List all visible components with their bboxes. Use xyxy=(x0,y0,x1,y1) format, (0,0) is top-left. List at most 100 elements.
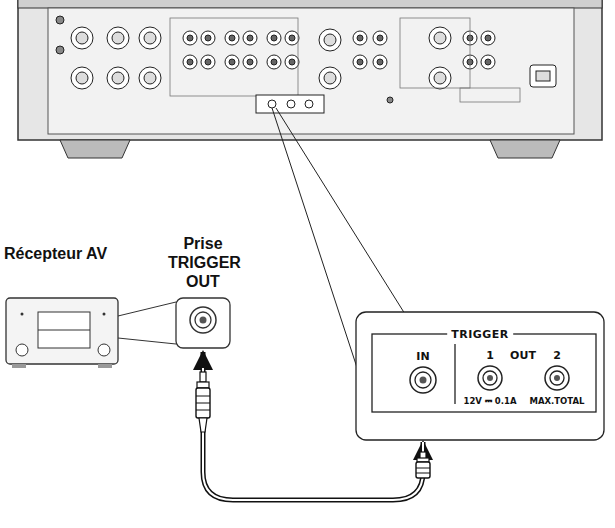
panel-connector xyxy=(373,55,387,69)
panel-connector xyxy=(353,31,367,45)
panel-connector xyxy=(112,72,124,84)
av-receiver xyxy=(6,298,118,364)
panel-connector xyxy=(205,35,211,41)
out-jack xyxy=(545,366,569,390)
jack xyxy=(305,100,313,108)
panel-connector xyxy=(201,31,215,45)
panel-connector xyxy=(271,35,277,41)
callout-line xyxy=(118,302,176,316)
jack xyxy=(268,100,276,108)
mini-plug xyxy=(416,452,430,478)
foot xyxy=(12,364,26,368)
panel-connector xyxy=(267,55,281,69)
callout-line xyxy=(118,338,176,344)
panel-connector xyxy=(139,27,161,49)
panel-connector xyxy=(243,55,257,69)
foot xyxy=(490,140,560,158)
rear-panel xyxy=(48,8,574,134)
panel-connector xyxy=(289,59,295,65)
panel-connector xyxy=(107,27,129,49)
trigger-out-jack xyxy=(195,312,211,328)
panel-connector xyxy=(429,67,451,89)
panel-connector xyxy=(187,59,193,65)
callout-box xyxy=(176,298,230,348)
panel-connector xyxy=(56,16,64,24)
panel-connectors xyxy=(56,16,520,103)
panel-connector xyxy=(229,59,235,65)
pin-number: 1 xyxy=(486,349,494,362)
panel-connector xyxy=(76,32,88,44)
panel-connector xyxy=(324,72,336,84)
panel-connector xyxy=(271,59,277,65)
zoom-box xyxy=(356,312,604,440)
panel-connector xyxy=(434,72,446,84)
rating: MAX.TOTAL xyxy=(530,396,585,406)
node-heading: Récepteur AV xyxy=(4,244,130,263)
panel-connector xyxy=(429,27,451,49)
panel-connector xyxy=(144,72,156,84)
panel-connector xyxy=(377,59,383,65)
node-heading: Prise TRIGGER OUT xyxy=(168,234,238,292)
leader-line xyxy=(272,108,365,392)
jack xyxy=(287,100,295,108)
panel-connector xyxy=(285,31,299,45)
panel-connector xyxy=(183,55,197,69)
in-jack xyxy=(410,367,436,393)
receiver-led xyxy=(103,313,106,316)
amplifier-top xyxy=(18,0,602,8)
mini-plug xyxy=(196,372,210,432)
panel-connector xyxy=(112,32,124,44)
trigger-out-jack xyxy=(200,317,207,324)
panel-connector xyxy=(107,67,129,89)
panel-connector xyxy=(481,55,495,69)
receiver-display xyxy=(38,312,90,348)
panel-connector xyxy=(373,31,387,45)
panel-connector xyxy=(76,72,88,84)
jack-label: OUT xyxy=(510,349,536,362)
panel-connector xyxy=(243,31,257,45)
panel-connector xyxy=(225,31,239,45)
jack-label: IN xyxy=(416,350,429,363)
panel-connector xyxy=(377,35,383,41)
trigger-cable xyxy=(203,352,423,500)
panel-connector xyxy=(139,67,161,89)
panel-connector xyxy=(144,32,156,44)
trigger-panel: TRIGGERIN1OUT212V ⎓ 0.1AMAX.TOTAL xyxy=(356,312,604,440)
panel-connector xyxy=(289,35,295,41)
trigger-out-jack xyxy=(190,307,216,333)
panel-group xyxy=(400,18,470,88)
device-label: Récepteur AV xyxy=(4,244,130,366)
panel-connector xyxy=(247,59,253,65)
callout-jack: Prise TRIGGER OUT xyxy=(168,234,238,350)
trigger-section xyxy=(256,95,324,113)
panel-connector xyxy=(225,55,239,69)
panel-connector xyxy=(485,59,491,65)
panel-connector xyxy=(481,31,495,45)
panel-connector xyxy=(319,67,341,89)
power-inlet xyxy=(536,71,550,81)
panel-connector xyxy=(387,97,393,103)
panel-connector xyxy=(267,31,281,45)
panel-connector xyxy=(201,55,215,69)
panel-connector xyxy=(434,32,446,44)
trigger-frame xyxy=(372,334,596,412)
panel-connector xyxy=(353,55,367,69)
rating: 12V ⎓ 0.1A xyxy=(464,396,517,407)
panel-connector xyxy=(357,35,363,41)
panel-connector xyxy=(324,34,336,46)
panel-connector xyxy=(319,29,341,51)
panel-connector xyxy=(247,35,253,41)
receiver-knob xyxy=(16,344,28,356)
receiver-display xyxy=(38,330,90,331)
leader-line xyxy=(276,108,415,330)
cable-core xyxy=(203,352,423,500)
panel-connector xyxy=(183,31,197,45)
panel-connector xyxy=(71,67,93,89)
amplifier-body xyxy=(18,0,602,140)
separator xyxy=(454,344,455,404)
power-inlet xyxy=(530,65,556,87)
panel-connector xyxy=(56,46,64,54)
